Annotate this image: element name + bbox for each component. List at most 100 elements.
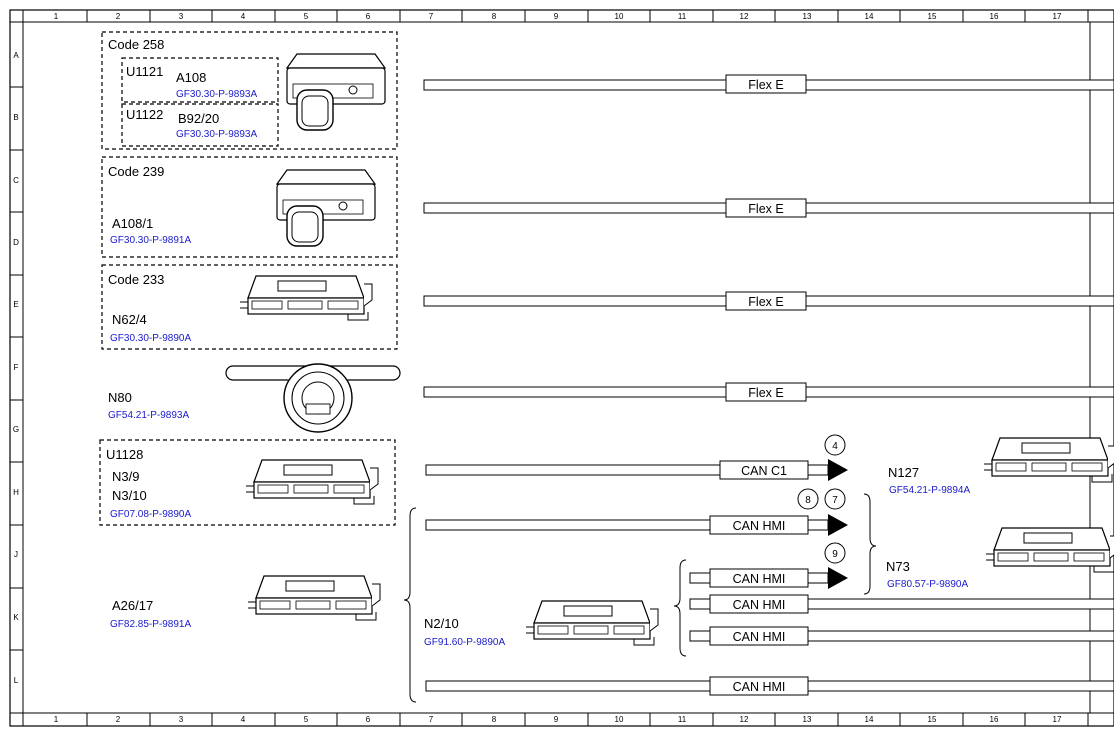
col-label: 5 bbox=[304, 12, 309, 21]
can-hmi-bus-4[interactable]: CAN HMI bbox=[689, 626, 1114, 646]
row-label: G bbox=[13, 425, 19, 434]
n3-9-label: N3/9 bbox=[112, 469, 139, 484]
n73-group: N73 GF80.57-P-9890A bbox=[886, 527, 1114, 590]
col-label: 15 bbox=[928, 715, 937, 724]
bus-label: CAN HMI bbox=[733, 630, 786, 644]
col-label: 12 bbox=[740, 715, 749, 724]
control-unit-icon bbox=[985, 527, 1114, 573]
svg-text:8: 8 bbox=[805, 495, 811, 506]
a108-1-label: A108/1 bbox=[112, 216, 153, 231]
a26-17-ref[interactable]: GF82.85-P-9891A bbox=[110, 619, 191, 630]
n73-ref[interactable]: GF80.57-P-9890A bbox=[887, 579, 968, 590]
a26-17-label: A26/17 bbox=[112, 598, 153, 613]
flex-bus-4[interactable]: Flex E bbox=[423, 382, 1114, 402]
svg-text:7: 7 bbox=[832, 495, 838, 506]
col-label: 9 bbox=[554, 715, 559, 724]
col-label: 17 bbox=[1053, 12, 1062, 21]
col-label: 13 bbox=[803, 715, 812, 724]
can-hmi-bus-5[interactable]: CAN HMI bbox=[425, 676, 1114, 696]
col-label: 5 bbox=[304, 715, 309, 724]
radar-sensor-icon bbox=[286, 53, 386, 131]
grid-ticks bbox=[10, 10, 1089, 726]
n62-4-ref[interactable]: GF30.30-P-9890A bbox=[110, 333, 191, 344]
arrow-right-icon bbox=[828, 567, 848, 589]
n3-10-label: N3/10 bbox=[112, 488, 147, 503]
u1121-label: U1121 bbox=[126, 64, 163, 79]
bus-label: Flex E bbox=[748, 78, 783, 92]
marker-4: 4 bbox=[824, 434, 846, 456]
b92-20-ref[interactable]: GF30.30-P-9893A bbox=[176, 129, 257, 140]
n3-ref[interactable]: GF07.08-P-9890A bbox=[110, 509, 191, 520]
code258-group: Code 258 U1121 A108 GF30.30-P-9893A U112… bbox=[101, 31, 398, 150]
a26-17-group: A26/17 GF82.85-P-9891A bbox=[110, 575, 381, 630]
bus-label: Flex E bbox=[748, 202, 783, 216]
u1122-label: U1122 bbox=[126, 107, 163, 122]
bus-label: Flex E bbox=[748, 386, 783, 400]
steering-column-module-icon bbox=[225, 363, 401, 433]
marker-7: 7 bbox=[824, 488, 846, 510]
a108-ref[interactable]: GF30.30-P-9893A bbox=[176, 89, 257, 100]
col-label: 7 bbox=[429, 715, 434, 724]
row-label: H bbox=[13, 488, 19, 497]
svg-text:9: 9 bbox=[832, 549, 838, 560]
col-label: 13 bbox=[803, 12, 812, 21]
col-label: 11 bbox=[678, 12, 687, 21]
n127-label: N127 bbox=[888, 465, 919, 480]
col-label: 1 bbox=[54, 715, 59, 724]
code239-group: Code 239 A108/1 GF30.30-P-9891A bbox=[101, 156, 398, 258]
bus-label: CAN HMI bbox=[733, 598, 786, 612]
code233-group: Code 233 N62/4 GF30.30-P-9890A bbox=[101, 264, 398, 350]
row-label: F bbox=[14, 363, 19, 372]
row-label: C bbox=[13, 176, 19, 185]
col-label: 8 bbox=[492, 715, 497, 724]
col-label: 7 bbox=[429, 12, 434, 21]
col-label: 14 bbox=[865, 715, 874, 724]
control-unit-icon bbox=[247, 575, 381, 621]
grid-rows: A B C D E F G H J K L bbox=[13, 51, 19, 685]
n2-10-label: N2/10 bbox=[424, 616, 459, 631]
row-label: J bbox=[14, 550, 18, 559]
col-label: 10 bbox=[615, 12, 624, 21]
flex-bus-2[interactable]: Flex E bbox=[423, 198, 1114, 218]
n80-group: N80 GF54.21-P-9893A bbox=[108, 363, 401, 433]
n80-ref[interactable]: GF54.21-P-9893A bbox=[108, 410, 189, 421]
sub-bracket bbox=[673, 559, 687, 657]
col-label: 4 bbox=[241, 715, 246, 724]
n2-10-ref[interactable]: GF91.60-P-9890A bbox=[424, 637, 505, 648]
marker-8: 8 bbox=[797, 488, 819, 510]
can-c1-bus[interactable]: CAN C1 bbox=[425, 459, 848, 481]
col-label: 16 bbox=[990, 715, 999, 724]
arrow-right-icon bbox=[828, 459, 848, 481]
n73-label: N73 bbox=[886, 559, 910, 574]
n127-ref[interactable]: GF54.21-P-9894A bbox=[889, 485, 970, 496]
col-label: 14 bbox=[865, 12, 874, 21]
right-bracket bbox=[863, 493, 877, 595]
n80-label: N80 bbox=[108, 390, 132, 405]
row-label: L bbox=[14, 676, 19, 685]
col-label: 12 bbox=[740, 12, 749, 21]
u1128-group: U1128 N3/9 N3/10 GF07.08-P-9890A bbox=[99, 439, 396, 526]
u1128-label: U1128 bbox=[106, 447, 143, 462]
flex-bus-1[interactable]: Flex E bbox=[423, 74, 1114, 94]
bus-label: CAN HMI bbox=[733, 572, 786, 586]
row-label: D bbox=[13, 238, 19, 247]
row-label: K bbox=[13, 613, 19, 622]
grid-columns-bottom: 1 2 3 4 5 6 7 8 9 10 11 12 13 14 15 16 1… bbox=[54, 715, 1062, 724]
flex-bus-3[interactable]: Flex E bbox=[423, 291, 1114, 311]
code258-label: Code 258 bbox=[108, 37, 164, 52]
u1122-box bbox=[121, 103, 279, 147]
control-unit-icon bbox=[983, 437, 1114, 483]
can-hmi-bus-2[interactable]: CAN HMI bbox=[689, 567, 848, 589]
col-label: 2 bbox=[116, 12, 121, 21]
col-label: 8 bbox=[492, 12, 497, 21]
radar-sensor-icon bbox=[276, 169, 376, 247]
can-hmi-bus-1[interactable]: CAN HMI bbox=[425, 514, 848, 536]
can-hmi-bus-3[interactable]: CAN HMI bbox=[689, 594, 1114, 614]
col-label: 3 bbox=[179, 715, 184, 724]
col-label: 10 bbox=[615, 715, 624, 724]
col-label: 16 bbox=[990, 12, 999, 21]
col-label: 6 bbox=[366, 12, 371, 21]
col-label: 11 bbox=[678, 715, 687, 724]
a108-1-ref[interactable]: GF30.30-P-9891A bbox=[110, 235, 191, 246]
